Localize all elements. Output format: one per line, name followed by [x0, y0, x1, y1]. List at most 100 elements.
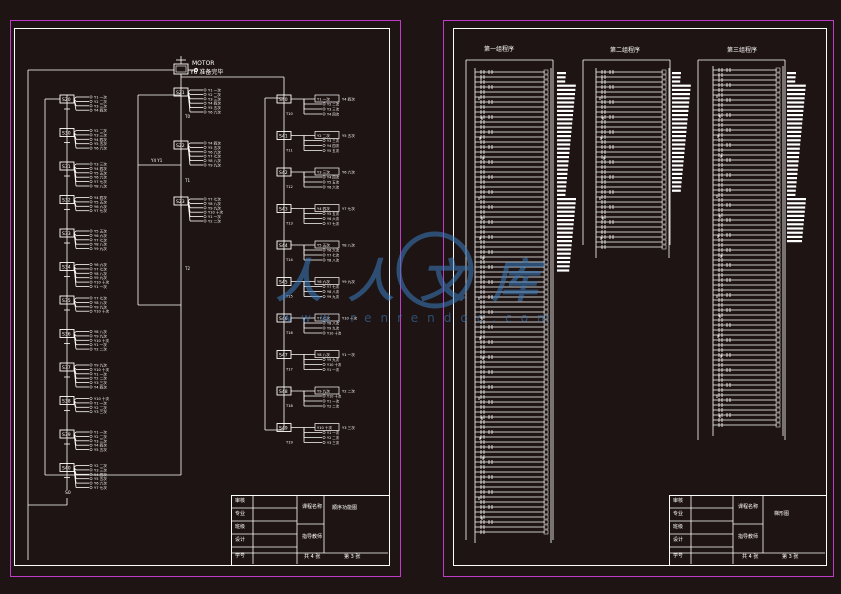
tb-row-2: 专业 [235, 511, 246, 517]
coil-symbol [775, 282, 781, 288]
step-label: S30 [62, 131, 71, 137]
output-label: Y1 一次 [94, 371, 107, 376]
output-point [89, 175, 93, 179]
output-point [89, 238, 93, 242]
output-label: Y8 八次 [342, 243, 355, 248]
output-label: Y5 五次 [94, 476, 107, 481]
connector-line [73, 197, 77, 200]
coil-symbol [543, 79, 549, 85]
coil-symbol [661, 189, 667, 195]
transition-label: T15 [285, 295, 293, 299]
tb-course-name: 课程名称 [738, 504, 759, 510]
coil-symbol [775, 212, 781, 218]
coil-symbol [775, 237, 781, 243]
coil-symbol [543, 229, 549, 235]
coil-symbol [543, 474, 549, 480]
step-label: S42 [279, 170, 288, 176]
branch-label: Y4 Y1 [150, 158, 163, 163]
output-point [89, 209, 93, 213]
coil-symbol [661, 84, 667, 90]
output-label: Y3 三次 [94, 467, 107, 472]
output-label: Y7 七次 [327, 253, 340, 258]
coil-symbol [661, 209, 667, 215]
coil-symbol [543, 89, 549, 95]
step-label: S20 [62, 97, 71, 103]
output-label: Y1 一次 [327, 367, 340, 372]
annotation-group-2 [672, 126, 687, 129]
transition-label: T16 [285, 331, 293, 335]
tb-course-name: 课程名称 [302, 504, 323, 510]
output-label: Y5 五次 [327, 148, 340, 153]
output-point [203, 97, 207, 101]
connector-line [73, 431, 77, 435]
output-label: Y3 三次 [94, 103, 107, 108]
coil-symbol [543, 529, 549, 535]
output-point [89, 267, 93, 271]
annotation-group-1 [557, 72, 566, 75]
coil-symbol [661, 89, 667, 95]
annotation-group-1 [557, 206, 576, 209]
tb-row-4: 设计 [673, 537, 684, 543]
coil-symbol [661, 144, 667, 150]
output-label: Y4 四次 [94, 385, 107, 390]
output-label: Y6 六次 [94, 146, 107, 151]
output-point [322, 248, 326, 252]
output-action-box [314, 423, 340, 431]
step-label: S37 [62, 365, 71, 371]
output-label: Y1 一次 [317, 97, 330, 102]
connector-line [187, 144, 191, 166]
output-label: Y9 九次 [94, 333, 107, 338]
output-label: Y4 四次 [94, 472, 107, 477]
annotation-group-3 [787, 227, 804, 230]
annotation-group-3 [787, 151, 800, 154]
tb-row-1: 审核 [673, 498, 684, 504]
coil-symbol [543, 429, 549, 435]
connector-line [73, 400, 77, 412]
coil-symbol [775, 277, 781, 283]
coil-symbol [543, 399, 549, 405]
annotation-group-1 [557, 109, 574, 112]
coil-symbol [775, 97, 781, 103]
annotation-group-3 [787, 172, 798, 175]
coil-symbol [661, 179, 667, 185]
output-point [89, 401, 93, 405]
annotation-group-3 [787, 193, 796, 196]
annotation-group-3 [787, 231, 803, 234]
annotation-group-3 [787, 126, 802, 129]
coil-symbol [775, 92, 781, 98]
tb-row-3: 班级 [673, 524, 684, 530]
coil-symbol [775, 102, 781, 108]
coil-symbol [661, 104, 667, 110]
output-label: Y1 一次 [208, 88, 221, 93]
output-point [89, 334, 93, 338]
coil-symbol [775, 162, 781, 168]
coil-symbol [775, 227, 781, 233]
output-label: Y6 六次 [94, 481, 107, 486]
annotation-group-2 [672, 135, 686, 138]
annotation-group-2 [672, 109, 689, 112]
coil-symbol [775, 152, 781, 158]
drawing-title: 顺序功能图 [332, 505, 358, 511]
branch-label: T1 [184, 178, 190, 183]
coil-symbol [661, 194, 667, 200]
output-label: Y5 五次 [94, 141, 107, 146]
coil-symbol [661, 109, 667, 115]
annotation-group-3 [787, 156, 799, 159]
output-label: Y6 六次 [208, 110, 221, 115]
coil-symbol [661, 129, 667, 135]
output-label: Y10 十次 [94, 396, 110, 401]
output-label: Y7 七次 [208, 154, 221, 159]
coil-symbol [543, 189, 549, 195]
output-point [322, 363, 326, 366]
sheet-count: 共 4 张 [304, 554, 321, 560]
output-point [203, 219, 207, 223]
annotation-group-3 [787, 202, 806, 205]
output-point [89, 472, 93, 476]
output-label: Y2 二次 [94, 376, 107, 381]
coil-symbol [543, 109, 549, 115]
output-point [89, 99, 93, 103]
coil-symbol [661, 159, 667, 165]
output-label: Y6 六次 [208, 149, 221, 154]
annotation-group-2 [672, 76, 681, 79]
output-point [89, 204, 93, 208]
